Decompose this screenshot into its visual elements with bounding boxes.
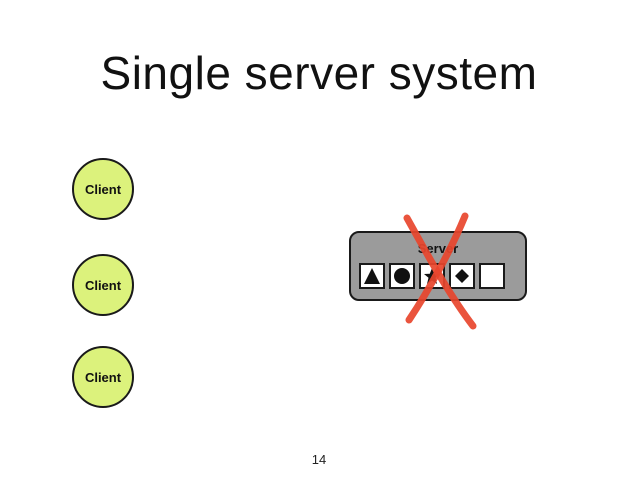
triangle-icon [364, 268, 380, 284]
diamond-icon [455, 269, 469, 283]
client-label: Client [84, 181, 122, 197]
client-node-2: Client [72, 254, 134, 316]
queue-slot-triangle [359, 263, 385, 289]
circle-icon [394, 268, 410, 284]
client-label: Client [84, 369, 122, 385]
slide-title: Single server system [100, 47, 538, 99]
queue-slot-empty [479, 263, 505, 289]
client-node-1: Client [72, 158, 134, 220]
server-box: Server [349, 231, 527, 301]
page-number: 14 [311, 452, 327, 467]
failure-cross-icon [403, 212, 477, 330]
server-queue [359, 263, 505, 289]
client-label: Client [84, 277, 122, 293]
client-node-3: Client [72, 346, 134, 408]
queue-slot-diamond [449, 263, 475, 289]
queue-slot-circle [389, 263, 415, 289]
